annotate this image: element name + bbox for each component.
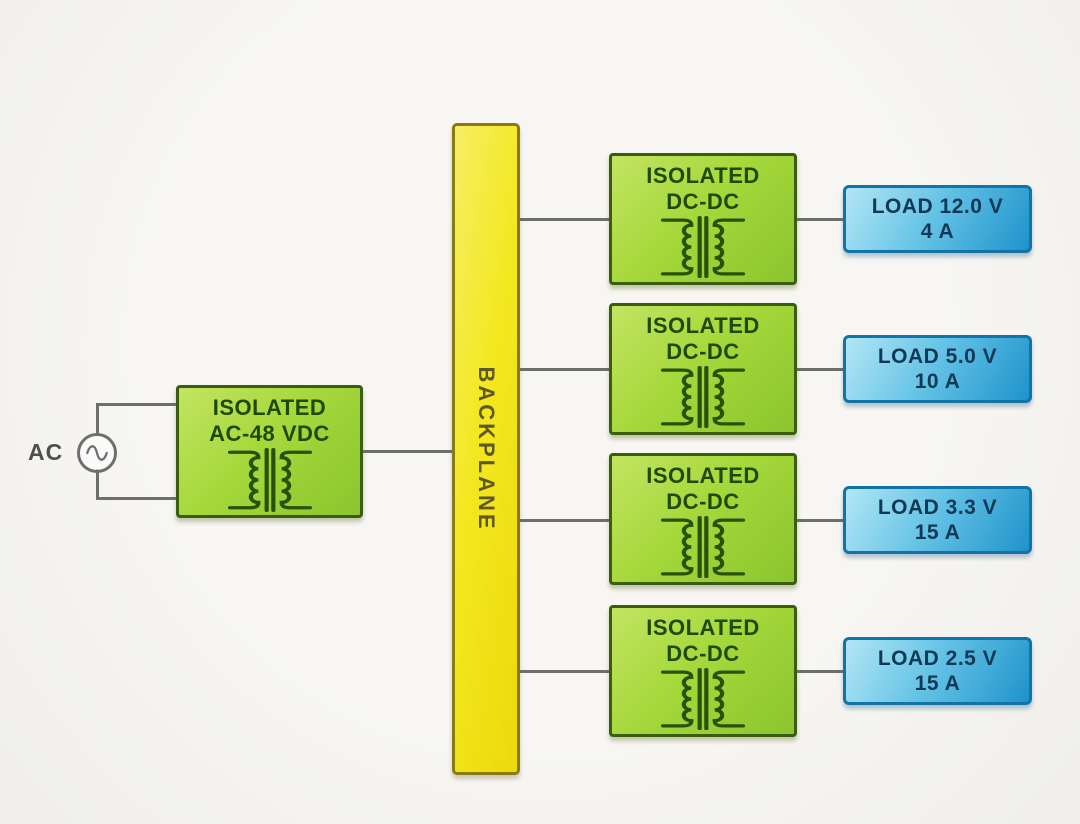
wire — [96, 403, 178, 406]
dcdc-converter-box-3: ISOLATED DC-DC — [609, 453, 797, 585]
dcdc-converter-box-2: ISOLATED DC-DC — [609, 303, 797, 435]
converter-line1: ISOLATED — [646, 313, 760, 338]
load-line1: LOAD 3.3 V — [877, 496, 998, 519]
wire — [518, 670, 611, 673]
dcdc-converter-box-4: ISOLATED DC-DC — [609, 605, 797, 737]
converter-line2: DC-DC — [666, 489, 740, 514]
transformer-icon — [660, 515, 746, 579]
wire — [518, 519, 611, 522]
load-line1: LOAD 2.5 V — [877, 647, 998, 670]
load-line2: 4 A — [920, 220, 955, 243]
load-line2: 15 A — [914, 521, 961, 544]
ac-source-icon — [77, 433, 117, 473]
load-box-1: LOAD 12.0 V 4 A — [843, 185, 1032, 253]
ac-source-label: AC — [28, 439, 64, 465]
load-line2: 10 A — [914, 370, 961, 393]
load-line2: 15 A — [914, 672, 961, 695]
backplane-label: BACKPLANE — [474, 366, 499, 532]
wire — [96, 403, 99, 436]
transformer-icon — [660, 667, 746, 731]
wire — [795, 368, 845, 371]
wire — [518, 218, 611, 221]
load-box-3: LOAD 3.3 V 15 A — [843, 486, 1032, 554]
load-line1: LOAD 12.0 V — [871, 195, 1004, 218]
front-end-line1: ISOLATED — [212, 395, 327, 420]
wire — [795, 218, 845, 221]
wire — [96, 497, 178, 500]
converter-line1: ISOLATED — [646, 615, 760, 640]
transformer-icon — [660, 215, 746, 279]
backplane-bar: BACKPLANE — [452, 123, 520, 775]
wire — [795, 519, 845, 522]
wire — [518, 368, 611, 371]
converter-line2: DC-DC — [666, 641, 740, 666]
front-end-line2: AC-48 VDC — [209, 421, 330, 446]
wire — [795, 670, 845, 673]
sine-wave-icon — [86, 445, 108, 461]
converter-line2: DC-DC — [666, 189, 740, 214]
converter-line1: ISOLATED — [646, 463, 760, 488]
load-box-2: LOAD 5.0 V 10 A — [843, 335, 1032, 403]
dcdc-converter-box-1: ISOLATED DC-DC — [609, 153, 797, 285]
load-box-4: LOAD 2.5 V 15 A — [843, 637, 1032, 705]
front-end-converter-box: ISOLATED AC-48 VDC — [176, 385, 363, 518]
transformer-icon — [660, 365, 746, 429]
transformer-icon — [227, 447, 312, 513]
converter-line1: ISOLATED — [646, 163, 760, 188]
load-line1: LOAD 5.0 V — [877, 345, 998, 368]
wire — [96, 469, 99, 500]
converter-line2: DC-DC — [666, 339, 740, 364]
wire — [361, 450, 454, 453]
